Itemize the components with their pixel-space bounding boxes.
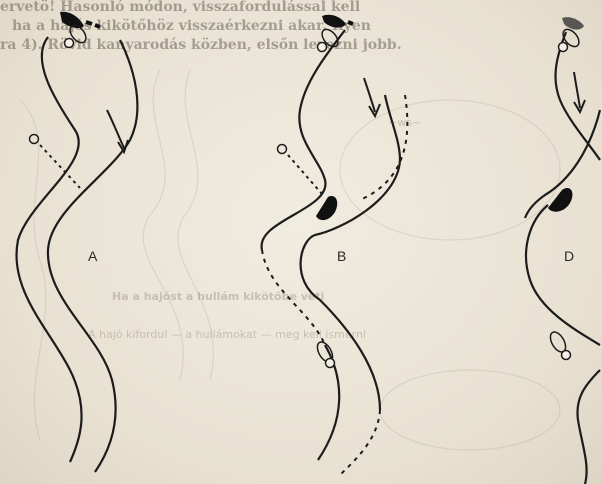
boat-hull-icon: [562, 17, 584, 30]
boat-hull-icon: [322, 15, 346, 28]
panel-d-label: D: [564, 248, 574, 264]
boat-hull-icon: [316, 196, 337, 220]
panel-b: B: [262, 15, 408, 475]
mooring-point-icon: [278, 145, 287, 154]
dashed-segment: [360, 95, 407, 200]
approach-line: [40, 145, 80, 188]
buoy-icon: [562, 351, 571, 360]
mooring-point-icon: [30, 135, 39, 144]
show-through-sketch: [20, 70, 560, 450]
buoy-icon: [559, 43, 568, 52]
direction-arrow-icon: [107, 110, 124, 148]
channel-left-bank-lower: [526, 205, 600, 345]
channel-right-bank-lower: [577, 370, 600, 484]
channel-right-bank: [301, 95, 400, 410]
dashed-segment: [340, 410, 380, 475]
panel-d: D: [525, 17, 600, 484]
panel-a-label: A: [88, 248, 98, 264]
boat-wake-icon: [348, 22, 353, 24]
buoy-icon: [318, 43, 327, 52]
boat-wake-icon: [86, 22, 100, 27]
panel-b-label: B: [337, 248, 346, 264]
buoy-icon: [326, 359, 335, 368]
channel-left-bank: [262, 30, 345, 250]
buoy-icon: [65, 39, 74, 48]
